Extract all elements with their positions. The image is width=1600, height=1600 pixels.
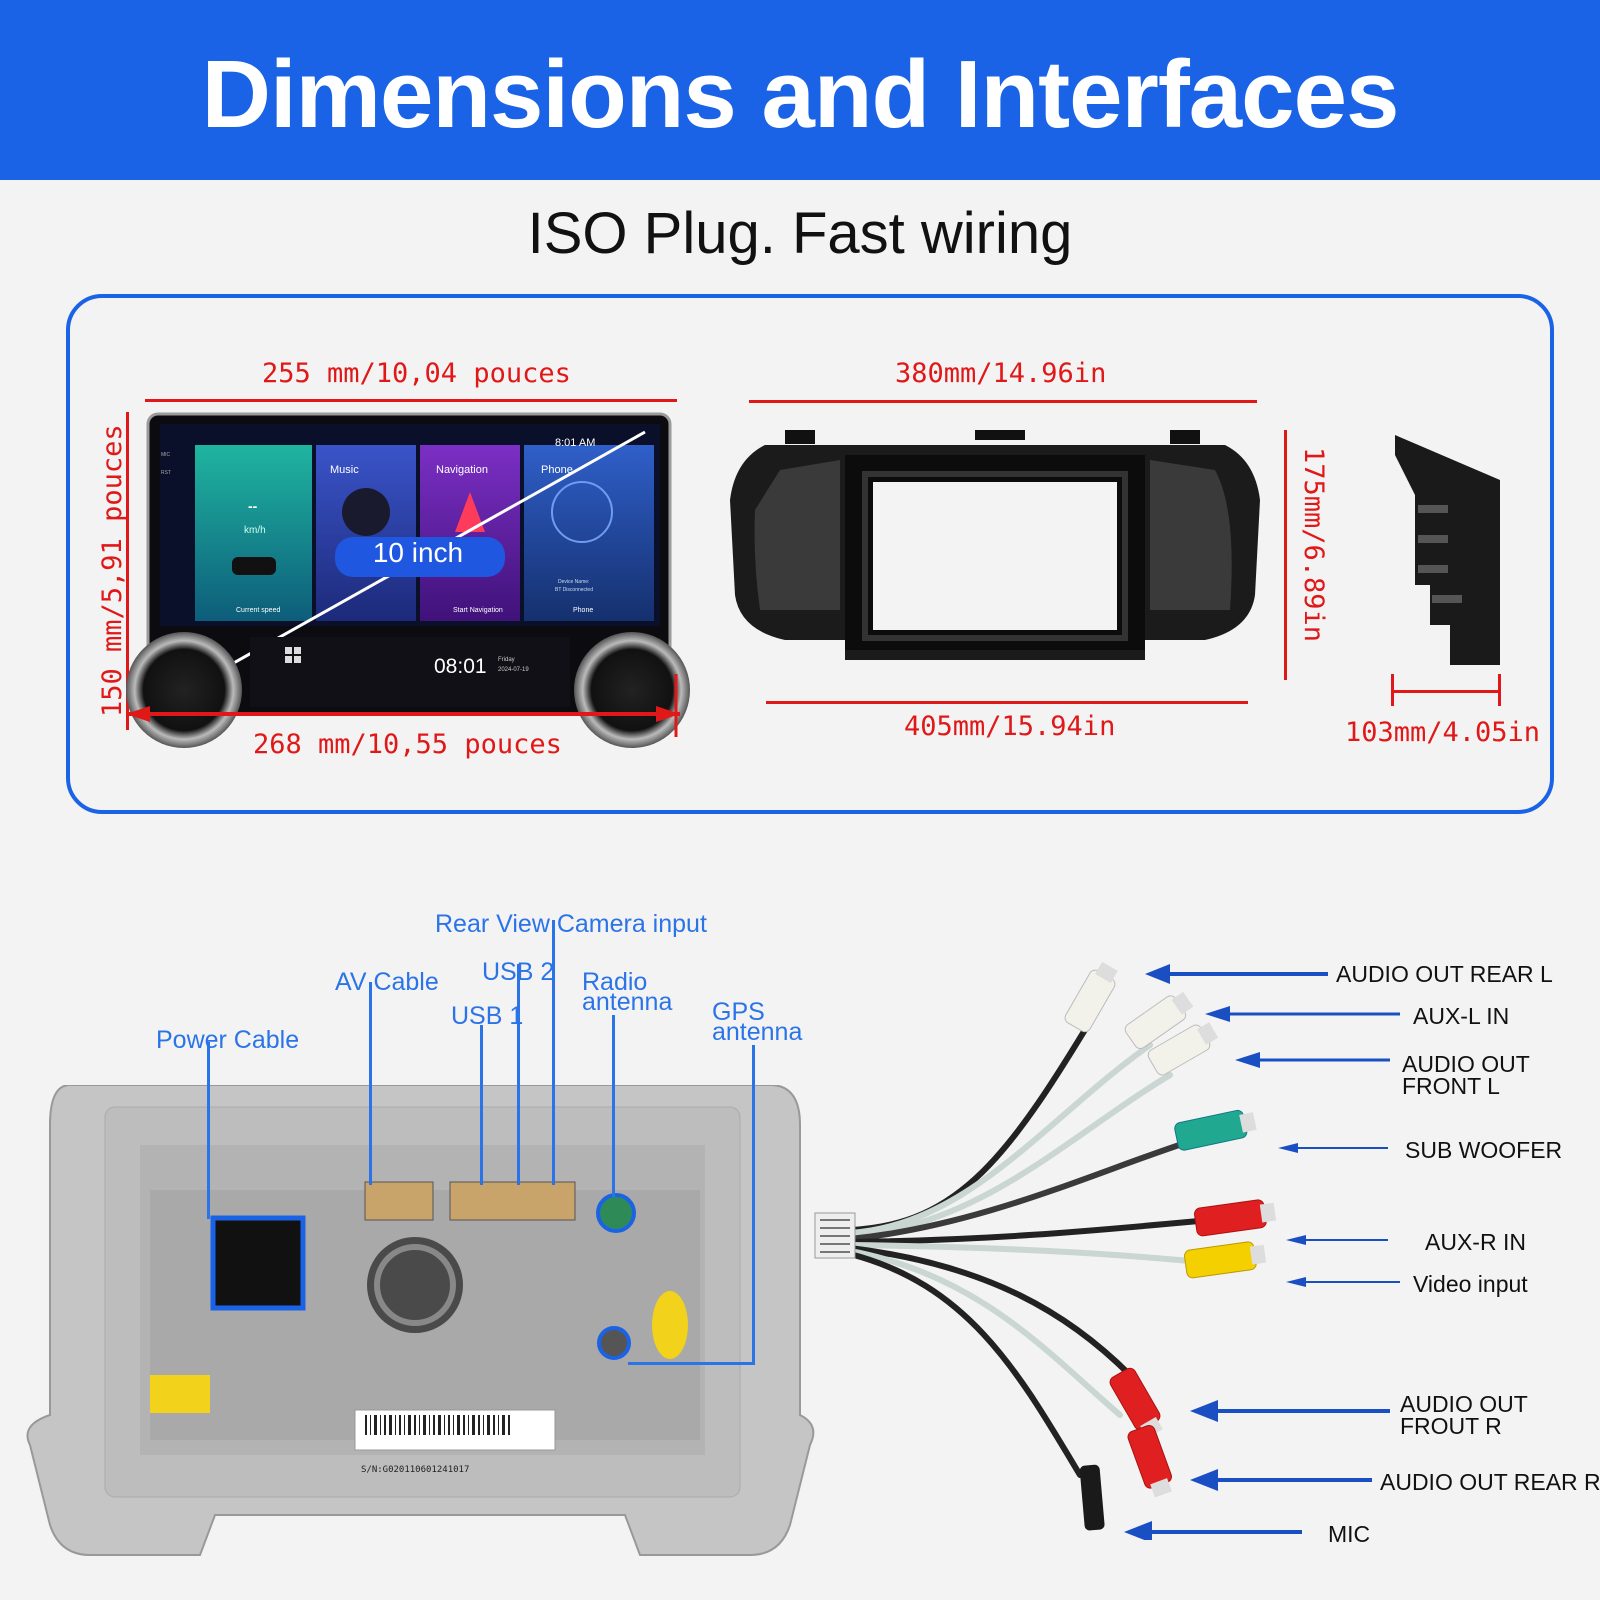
clock-date: 2024-07-19	[498, 667, 529, 673]
status-time: 8:01 AM	[555, 437, 596, 449]
gps-antenna-line	[752, 1045, 755, 1365]
nav-caption: Start Navigation	[453, 607, 503, 614]
screen-width-bottom-label: 268 mm/10,55 pouces	[253, 729, 562, 760]
header-banner	[0, 0, 1600, 180]
serial-number: S/N:G020110601241017	[361, 1465, 470, 1475]
cable-label-audio-out-rear-r: AUDIO OUT REAR R	[1380, 1469, 1600, 1495]
power-cable-line	[207, 1042, 210, 1219]
side-mic-label: MIC	[161, 452, 171, 458]
cable-label-mic: MIC	[1328, 1521, 1371, 1547]
clock-time: 08:01	[434, 655, 487, 678]
phone-caption: Phone	[573, 607, 594, 614]
card-navigation-title: Navigation	[436, 464, 488, 476]
frame-height-label: 175mm/6.89in	[1298, 447, 1329, 643]
frame-width-top-label: 380mm/14.96in	[895, 358, 1107, 389]
side-rst-label: RST	[161, 470, 171, 476]
radio-antenna-label-line1: Radio	[582, 968, 648, 996]
frame-depth-label: 103mm/4.05in	[1345, 717, 1541, 748]
cable-arrows	[1124, 964, 1400, 1540]
cable-label-audio-out-front-l-line1: AUDIO OUT	[1402, 1051, 1530, 1077]
clock-day: Friday	[498, 657, 515, 663]
cable-label-aux-r-in: AUX-R IN	[1425, 1229, 1526, 1255]
usb2-label: USB 2	[482, 958, 555, 986]
frame-width-bottom-label: 405mm/15.94in	[904, 711, 1116, 742]
speed-value: --	[248, 498, 258, 514]
frame-side-profile	[1395, 435, 1500, 665]
frame-width-top-line	[749, 400, 1257, 403]
cable-label-video-input: Video input	[1413, 1271, 1528, 1297]
phone-device-line1: Device Name:	[558, 579, 590, 585]
cable-label-audio-out-rear-l: AUDIO OUT REAR L	[1336, 961, 1553, 987]
frame-height-line	[1284, 430, 1287, 680]
page-subtitle: ISO Plug. Fast wiring	[527, 201, 1073, 266]
phone-device-line2: BT Disconnected	[555, 587, 593, 593]
cable-label-aux-l-in: AUX-L IN	[1413, 1003, 1510, 1029]
gps-antenna-label-line2: antenna	[712, 1018, 803, 1046]
head-unit-front	[126, 412, 690, 748]
cable-label-sub-woofer: SUB WOOFER	[1405, 1137, 1563, 1163]
frame-depth-tick-left	[1391, 674, 1394, 706]
head-unit-back-panel	[26, 1085, 815, 1556]
cable-label-audio-out-frout-r-line2: FROUT R	[1400, 1413, 1502, 1439]
speed-unit: km/h	[244, 525, 266, 536]
av-cable-label: AV Cable	[335, 968, 439, 996]
screen-width-top-line	[145, 399, 677, 402]
frame-depth-tick-right	[1498, 674, 1501, 706]
av-cable-line	[369, 982, 372, 1185]
usb2-line	[517, 964, 520, 1185]
usb1-line	[480, 1025, 483, 1185]
card-phone-title: Phone	[541, 464, 573, 476]
frame-depth-line	[1391, 690, 1501, 693]
screen-width-top-label: 255 mm/10,04 pouces	[262, 358, 571, 389]
frame-width-bottom-line	[766, 701, 1248, 704]
usb1-label: USB 1	[451, 1002, 524, 1030]
cable-label-audio-out-frout-r-line1: AUDIO OUT	[1400, 1391, 1528, 1417]
rca-cable-harness	[814, 961, 1277, 1531]
gps-antenna-label-line1: GPS	[712, 998, 765, 1026]
speed-caption: Current speed	[236, 607, 281, 614]
rear-camera-label: Rear View Camera input	[435, 910, 707, 938]
dash-frame	[730, 430, 1260, 660]
card-music-title: Music	[330, 464, 359, 476]
dimensions-frame	[66, 294, 1554, 814]
power-cable-label: Power Cable	[156, 1026, 300, 1054]
rear-camera-line	[552, 920, 555, 1185]
cable-label-audio-out-front-l-line2: FRONT L	[1402, 1073, 1500, 1099]
gps-antenna-connector-line	[628, 1362, 755, 1365]
page-title: Dimensions and Interfaces	[201, 41, 1400, 148]
radio-antenna-line	[612, 1015, 615, 1197]
screen-size-badge: 10 inch	[372, 537, 464, 568]
radio-antenna-label-line2: antenna	[582, 988, 673, 1016]
screen-height-line	[126, 412, 129, 730]
